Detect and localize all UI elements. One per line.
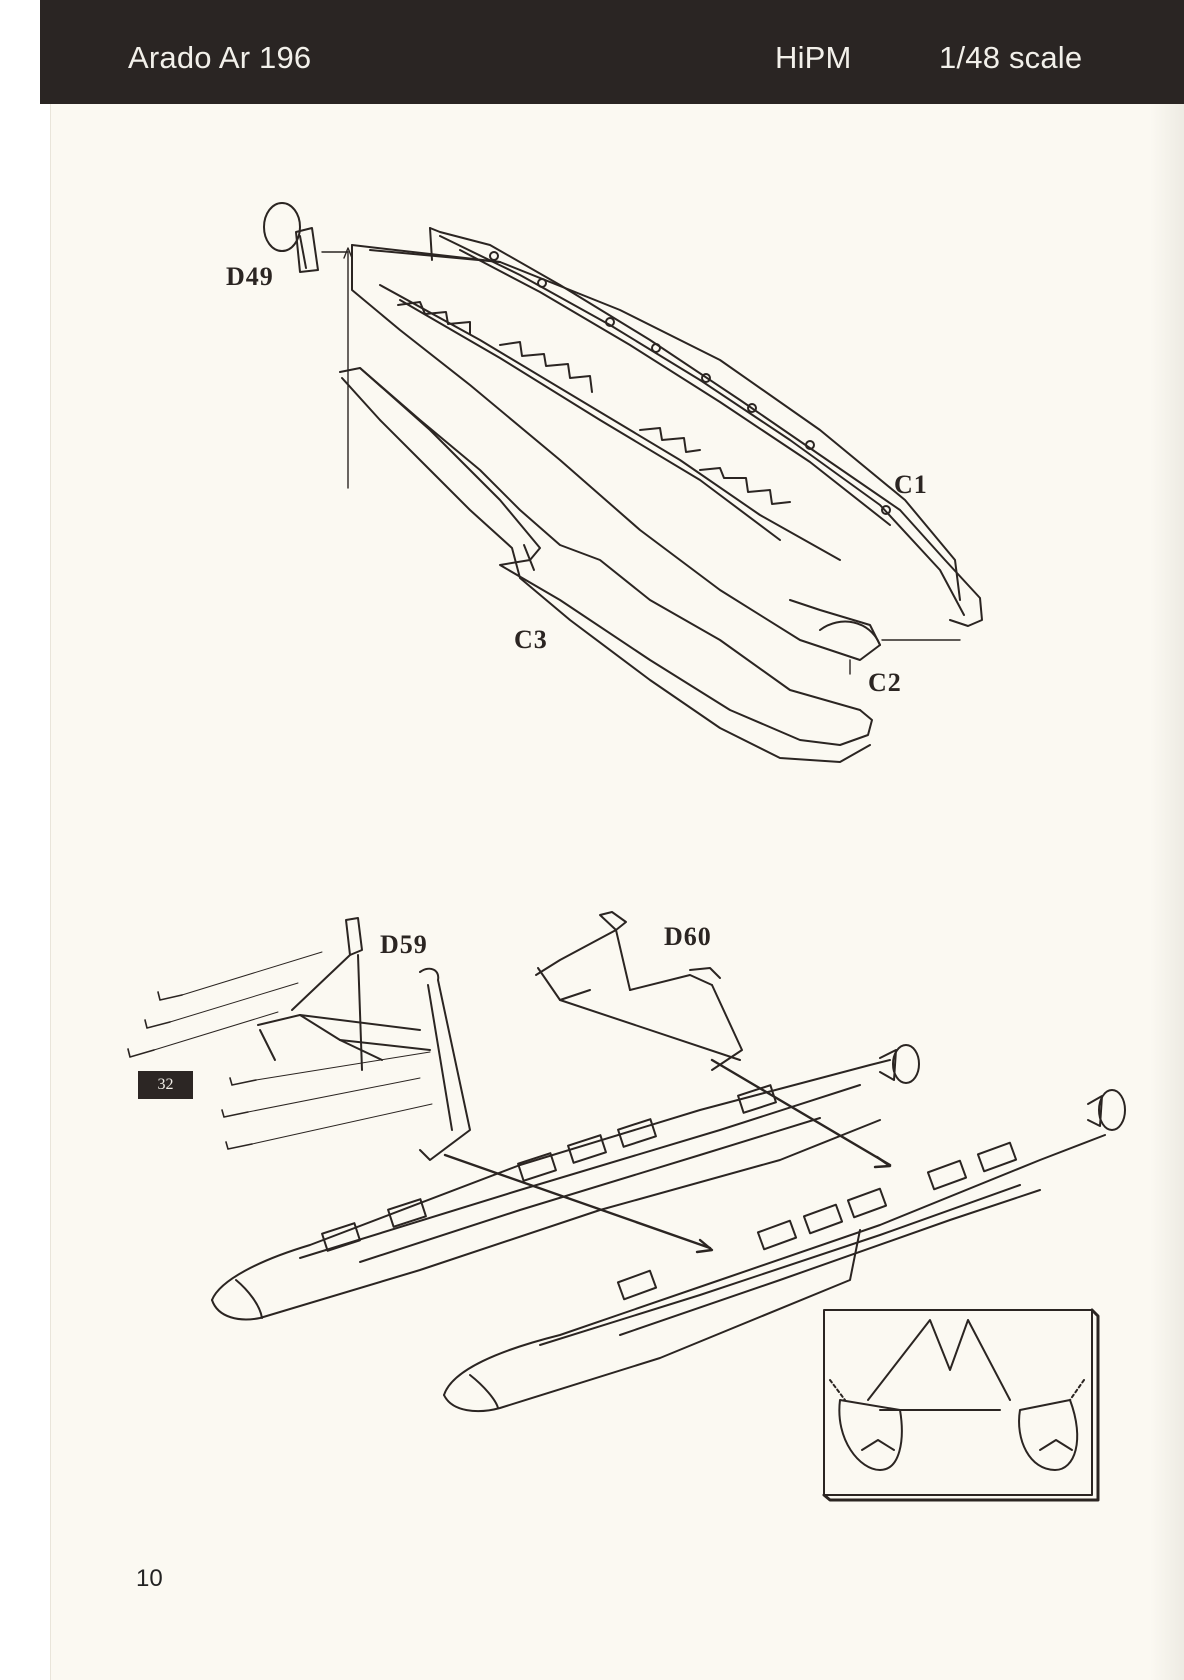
part-d49-shape bbox=[263, 202, 319, 273]
label-d60: D60 bbox=[664, 922, 712, 951]
step-number-badge: 32 bbox=[138, 1071, 193, 1099]
model-title: Arado Ar 196 bbox=[128, 40, 312, 75]
label-d59: D59 bbox=[380, 930, 428, 959]
strut-arrows bbox=[443, 1058, 892, 1254]
right-float-shape bbox=[443, 1089, 1126, 1413]
brand-name: HiPM bbox=[775, 40, 852, 75]
scale-label: 1/48 scale bbox=[939, 40, 1083, 75]
left-float-shape bbox=[211, 1044, 920, 1321]
pin-leader-lines bbox=[153, 951, 433, 1145]
part-c3-shape bbox=[339, 367, 873, 763]
part-c2-shape bbox=[351, 244, 881, 661]
part-d60-shape bbox=[535, 911, 743, 1071]
page-number: 10 bbox=[136, 1565, 163, 1592]
inset-detail-view bbox=[822, 1308, 1100, 1502]
assembly-arrows bbox=[321, 247, 961, 675]
pins bbox=[127, 991, 257, 1150]
page-shadow bbox=[1150, 104, 1184, 1680]
binding-strip bbox=[0, 0, 51, 1680]
part-d59-shape bbox=[257, 917, 471, 1161]
label-c2: C2 bbox=[868, 668, 902, 697]
page-header: Arado Ar 196 HiPM 1/48 scale bbox=[40, 0, 1184, 104]
label-c3: C3 bbox=[514, 625, 548, 654]
part-c1-shape bbox=[369, 227, 983, 627]
label-d49: D49 bbox=[226, 262, 274, 291]
label-c1: C1 bbox=[894, 470, 928, 499]
